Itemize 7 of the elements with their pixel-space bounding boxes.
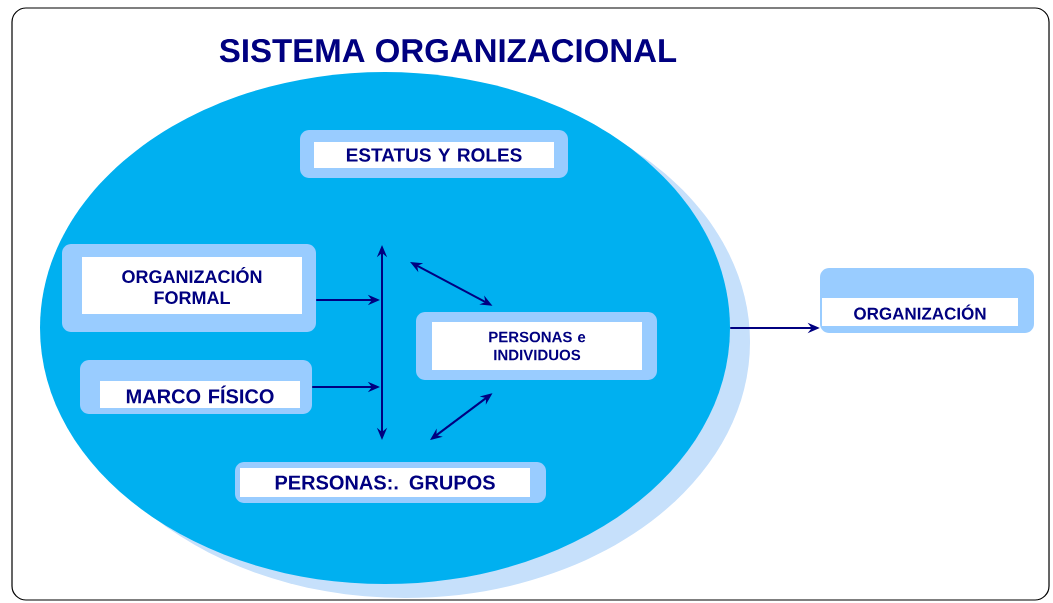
title: SISTEMA ORGANIZACIONAL <box>219 38 677 63</box>
text-box: ESTATUS Y ROLES <box>300 130 568 178</box>
text-box: MARCO FÍSICO <box>80 360 312 414</box>
text-box: PERSONAS e INDIVIDUOS <box>416 312 657 380</box>
text-box: PERSONAS:. GRUPOS <box>235 462 546 503</box>
text-box: ORGANIZACIÓN FORMAL <box>62 244 316 332</box>
text-box: ORGANIZACIÓN <box>820 268 1034 333</box>
